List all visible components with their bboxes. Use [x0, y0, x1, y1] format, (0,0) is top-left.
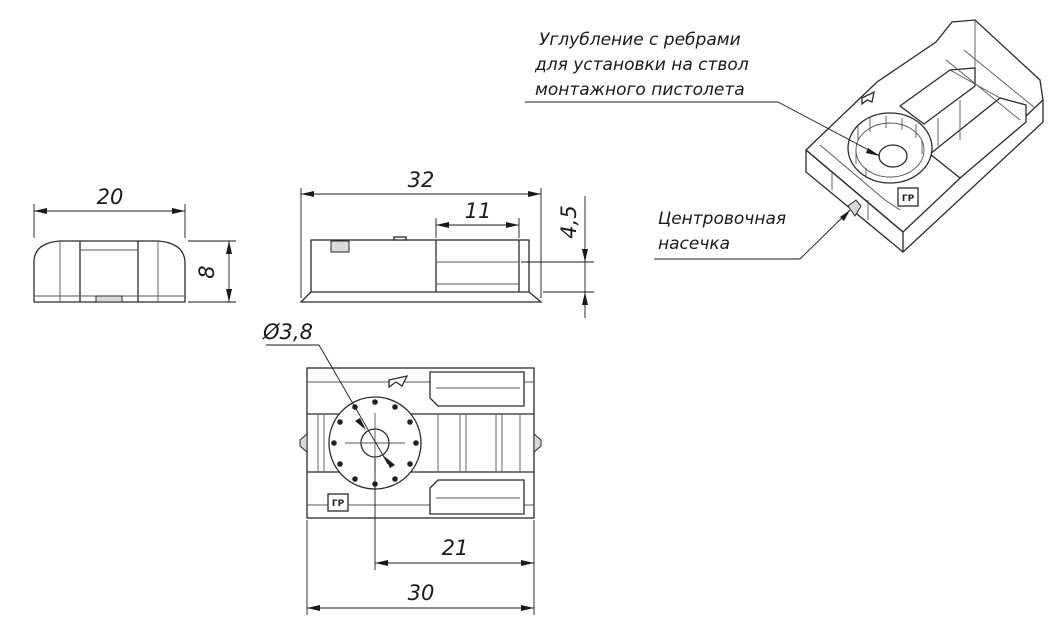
- hole-diameter-dimension: Ø3,8: [262, 320, 395, 468]
- iso-logo-badge: [897, 187, 919, 207]
- notch-callout: Центровочная насечка: [654, 209, 851, 260]
- side-depth-label: 4,5: [557, 205, 581, 238]
- side-depth-dimension: 4,5: [521, 196, 594, 318]
- side-recess-dimension: 11: [435, 199, 520, 238]
- front-width-dimension: 20: [33, 185, 186, 238]
- top-view: ГР: [299, 367, 542, 519]
- hole-diameter-label: Ø3,8: [262, 320, 313, 344]
- recess-callout: Углубление с ребрами для установки на ст…: [525, 30, 881, 157]
- side-length-dimension: 32: [300, 168, 542, 298]
- isometric-view: ГР: [805, 19, 1044, 253]
- top-length-dimension: 30: [306, 520, 534, 615]
- rib-dots: [331, 399, 419, 487]
- top-offset-dimension: 21: [374, 458, 535, 615]
- top-length-label: 30: [408, 581, 435, 605]
- front-height-dimension: 8: [188, 240, 236, 303]
- logo-badge: [327, 493, 349, 512]
- recess-note-line2: для установки на ствол: [534, 55, 749, 75]
- side-length-label: 32: [408, 168, 435, 192]
- recess-note-line3: монтажного пистолета: [535, 80, 745, 100]
- side-view: [299, 236, 543, 303]
- notch-note-line1: Центровочная: [658, 209, 786, 229]
- front-width-label: 20: [97, 185, 124, 209]
- notch-note-line2: насечка: [658, 234, 730, 254]
- top-offset-label: 21: [442, 536, 469, 560]
- logo-text: ГР: [332, 499, 345, 509]
- iso-logo-text: ГР: [902, 194, 915, 204]
- front-view: [33, 240, 186, 303]
- recess-note-line1: Углубление с ребрами: [539, 30, 741, 50]
- front-height-label: 8: [195, 265, 219, 278]
- side-recess-label: 11: [465, 199, 492, 223]
